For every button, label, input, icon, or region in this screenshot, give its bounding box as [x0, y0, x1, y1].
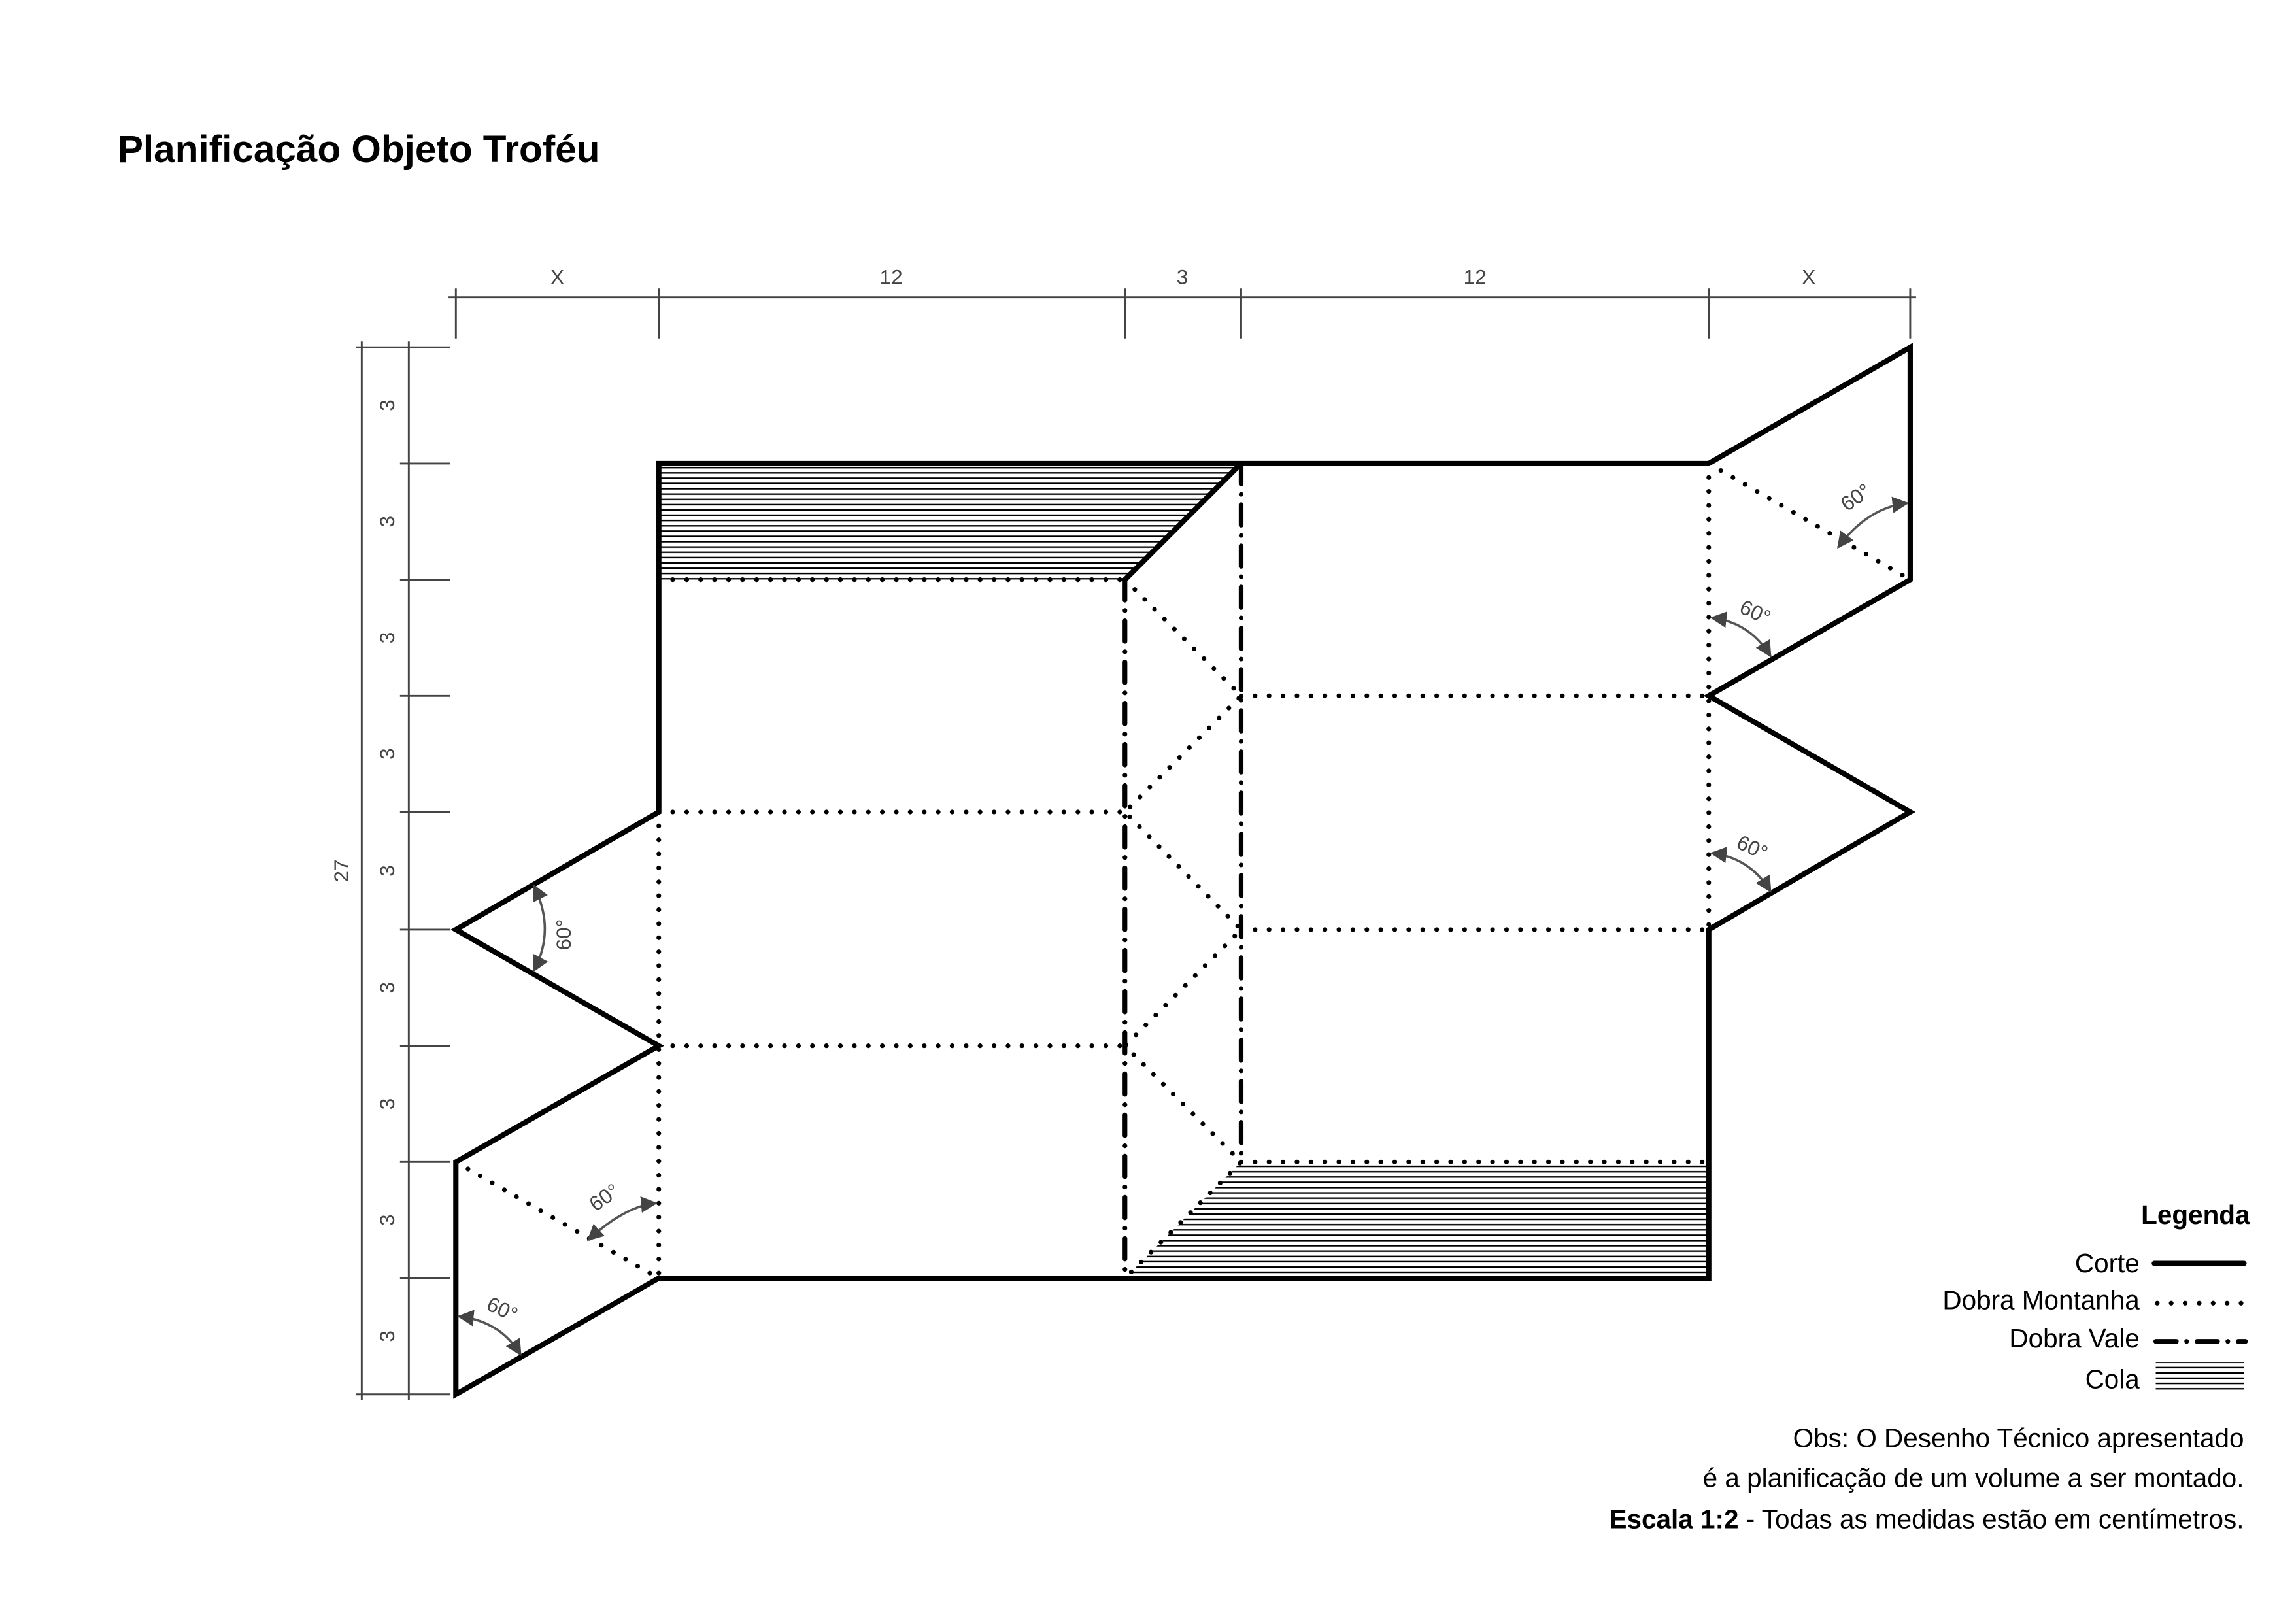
legend: Legenda Corte Dobra Montanha Dobra Vale …	[1942, 1200, 2250, 1395]
dim-label: 12	[880, 265, 903, 288]
vertical-dimension: 27 3 3 3 3 3 3 3 3 3	[329, 341, 450, 1400]
cut-outline	[450, 343, 1915, 1399]
dim-label: 3	[375, 632, 399, 644]
dim-label: 3	[375, 748, 399, 760]
svg-text:60°: 60°	[1733, 830, 1771, 865]
glue-area-bottom	[1124, 1162, 1709, 1279]
dim-label: 3	[375, 982, 399, 994]
dim-label: 3	[375, 1330, 399, 1342]
note-line-3: Escala 1:2 - Todas as medidas estão em c…	[1610, 1504, 2244, 1534]
svg-text:60°: 60°	[1836, 479, 1876, 516]
svg-text:60°: 60°	[483, 1292, 521, 1327]
valley-folds	[1122, 461, 1244, 1281]
dim-label: X	[1802, 265, 1815, 288]
dim-total-label: 27	[329, 859, 353, 882]
note-line-1: Obs: O Desenho Técnico apresentado	[1793, 1423, 2244, 1453]
dim-label: 3	[375, 1214, 399, 1226]
legend-title: Legenda	[2141, 1200, 2250, 1230]
dim-label: 12	[1464, 265, 1487, 288]
glue-area-top	[658, 463, 1241, 580]
legend-label-vale: Dobra Vale	[2009, 1323, 2139, 1353]
note-line-2: é a planificação de um volume a ser mont…	[1703, 1463, 2244, 1493]
dim-label: X	[550, 265, 564, 288]
dim-label: 3	[375, 516, 399, 528]
dim-label: 3	[375, 399, 399, 411]
legend-label-cola: Cola	[2085, 1364, 2140, 1395]
legend-label-montanha: Dobra Montanha	[1942, 1285, 2140, 1315]
svg-text:60°: 60°	[584, 1179, 624, 1216]
dim-label: 3	[375, 1098, 399, 1110]
horizontal-dimension: X 12 3 12 X	[448, 265, 1916, 339]
dim-label: 3	[1177, 265, 1189, 288]
legend-label-corte: Corte	[2075, 1248, 2140, 1278]
mountain-folds	[453, 461, 1913, 1281]
page-title: Planificação Objeto Troféu	[118, 128, 600, 171]
notes: Obs: O Desenho Técnico apresentado é a p…	[1610, 1423, 2244, 1534]
dim-label: 3	[375, 865, 399, 877]
legend-glue-swatch	[2155, 1362, 2244, 1392]
svg-text:60°: 60°	[1736, 595, 1774, 630]
svg-text:60°: 60°	[552, 919, 575, 951]
